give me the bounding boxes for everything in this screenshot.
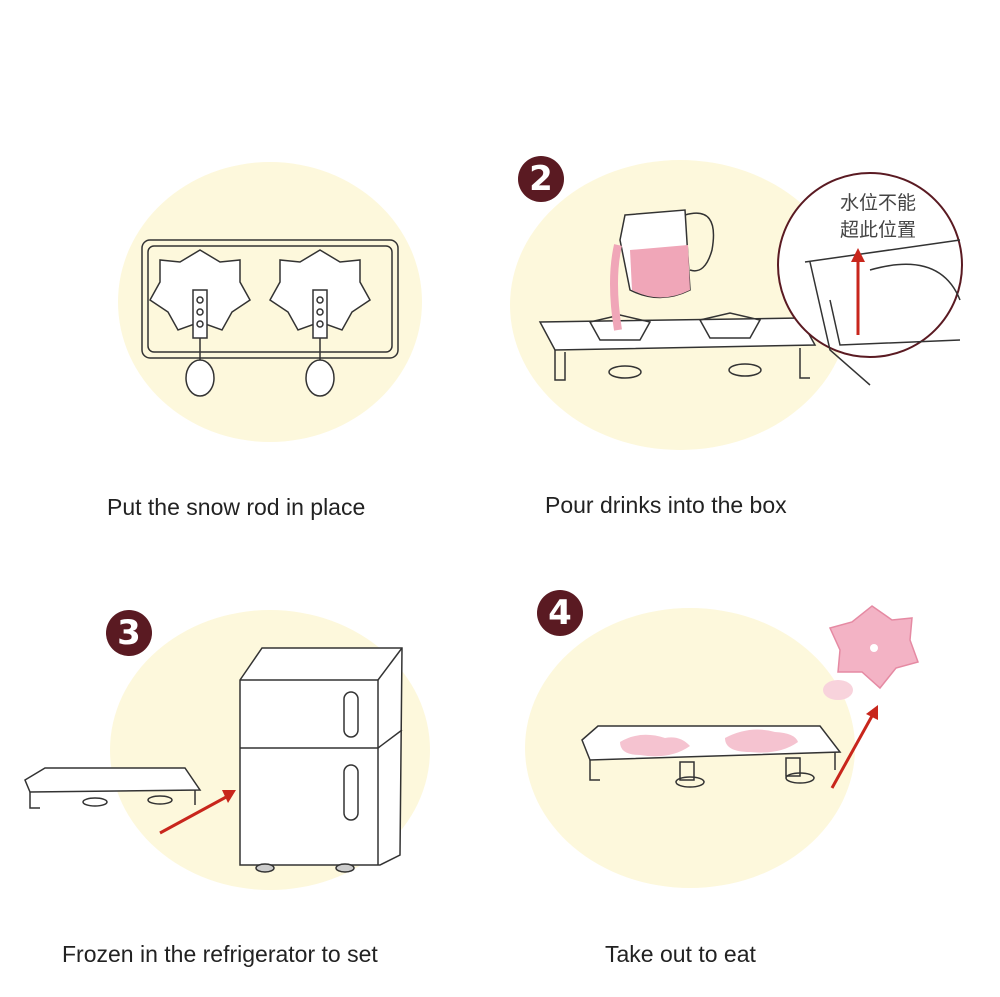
callout-line-2: 超此位置 xyxy=(840,219,917,241)
step2-mold xyxy=(538,312,817,381)
step-4-badge: 4 xyxy=(537,590,583,636)
arrow-to-fridge xyxy=(159,790,236,835)
step-1-caption: Put the snow rod in place xyxy=(107,494,366,520)
step-4-caption: Take out to eat xyxy=(605,941,756,967)
pour-stream xyxy=(610,244,622,331)
water-level-warning: 水位不能 超此位置 xyxy=(840,190,916,244)
step-2-badge: 2 xyxy=(518,156,564,202)
refrigerator-icon xyxy=(239,647,403,873)
step1-mold xyxy=(141,239,399,397)
callout-line-1: 水位不能 xyxy=(840,192,917,214)
step-3-caption: Frozen in the refrigerator to set xyxy=(62,941,378,967)
step4-mold xyxy=(581,725,842,788)
step-2-caption: Pour drinks into the box xyxy=(545,492,787,518)
step2-bg-circle xyxy=(510,160,850,450)
cherry-blossom-popsicle-icon xyxy=(823,605,919,700)
pitcher-icon xyxy=(610,209,715,331)
water-level-callout xyxy=(777,172,963,386)
step-3-badge: 3 xyxy=(106,610,152,656)
arrow-take-out xyxy=(830,705,878,789)
step3-mold xyxy=(24,767,202,809)
